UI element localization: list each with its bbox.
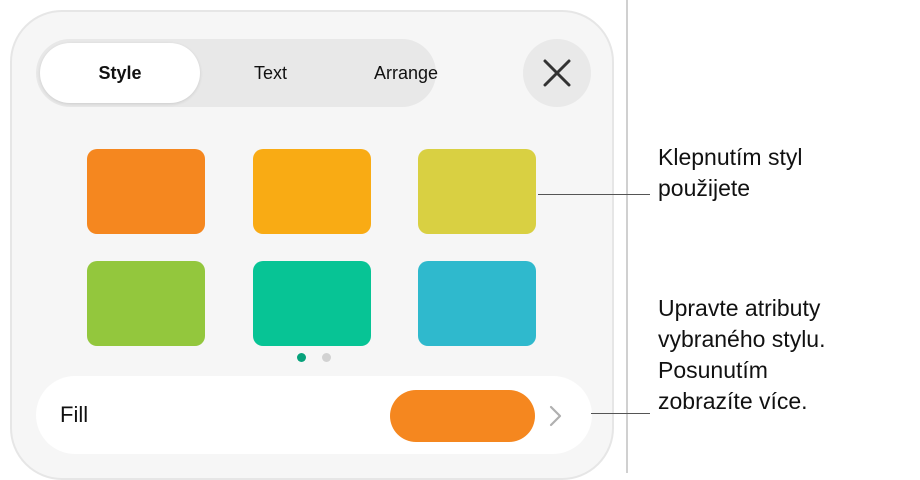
chevron-right-icon (549, 405, 562, 427)
page-indicator-dot[interactable] (322, 353, 331, 362)
style-swatch-amber[interactable] (253, 149, 371, 234)
callout-leader-line-attributes (591, 413, 650, 414)
close-icon (543, 59, 571, 87)
callout-line: Upravte atributy (658, 295, 821, 321)
style-swatch-green[interactable] (87, 261, 205, 346)
fill-label: Fill (60, 402, 89, 427)
style-swatch-yellow[interactable] (418, 149, 536, 234)
fill-row[interactable]: Fill (36, 376, 592, 454)
close-button[interactable] (523, 39, 591, 107)
callout-edit-attributes: Upravte atributy vybraného stylu. Posunu… (658, 293, 825, 417)
callout-line: Posunutím (658, 357, 768, 383)
tab-text[interactable]: Text (253, 62, 287, 83)
tab-arrange[interactable]: Arrange (373, 62, 439, 83)
callout-line: Klepnutím styl (658, 144, 803, 170)
callout-line: použijete (658, 175, 751, 201)
tab-segmented-control: Style Text Arrange (36, 39, 438, 107)
tab-style[interactable]: Style (40, 43, 200, 103)
callout-line: zobrazíte více. (658, 388, 808, 414)
callout-apply-style: Klepnutím styl použijete (658, 142, 802, 204)
page-indicator-dot-active[interactable] (297, 353, 306, 362)
callout-line: vybraného stylu. (658, 326, 826, 352)
format-panel: Style Text Arrange Fill (10, 0, 628, 480)
style-swatch-teal[interactable] (253, 261, 371, 346)
fill-color-well[interactable] (390, 390, 535, 442)
callout-leader-line-style (538, 194, 650, 195)
style-swatch-orange[interactable] (87, 149, 205, 234)
style-swatch-cyan[interactable] (418, 261, 536, 346)
